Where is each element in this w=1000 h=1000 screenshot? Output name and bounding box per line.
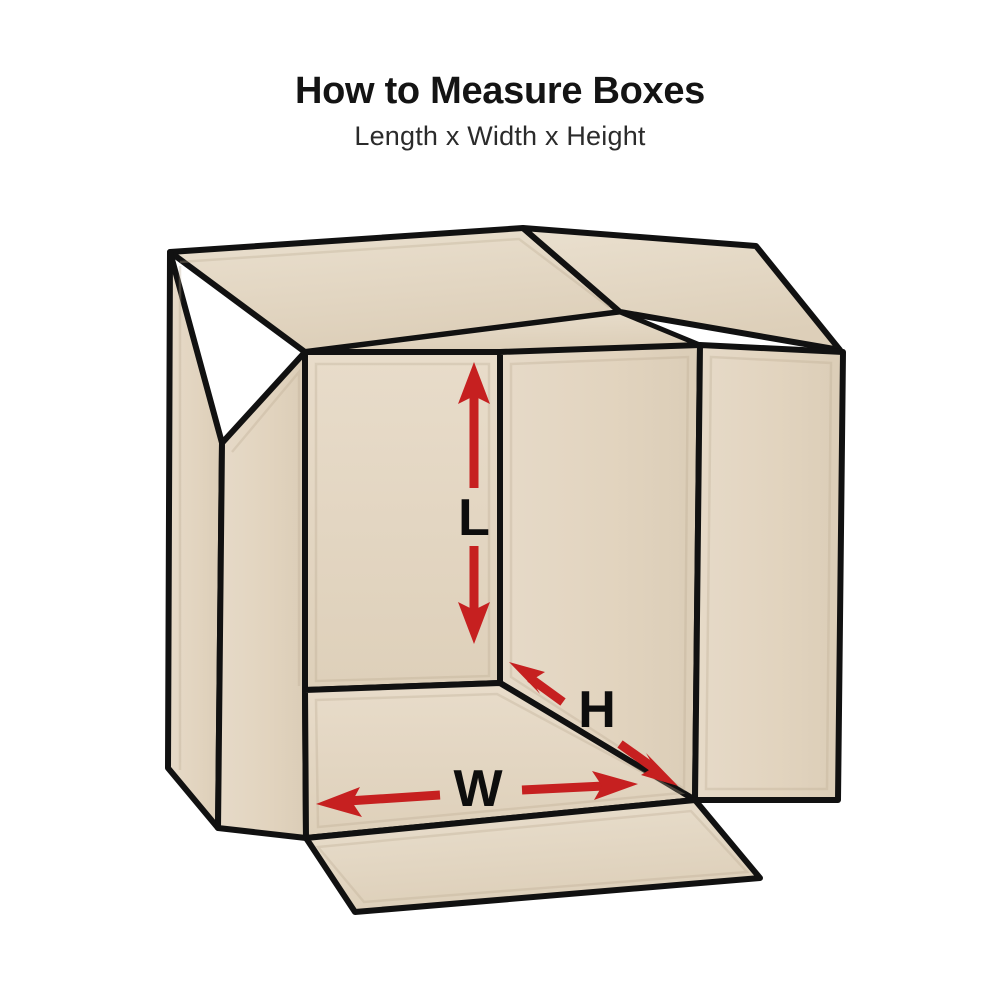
left-interior-wall — [215, 349, 309, 841]
left-open-side-flap — [165, 249, 225, 831]
height-arrow: H — [509, 662, 678, 786]
length-arrow: L — [458, 362, 490, 644]
length-arrow-down-head — [458, 602, 490, 644]
width-arrow-right-shaft — [521, 781, 605, 795]
page-subtitle: Length x Width x Height — [354, 121, 646, 151]
left-open-side-flap-face — [165, 249, 225, 831]
width-arrow-right-head — [592, 771, 638, 800]
page-title: How to Measure Boxes — [295, 70, 705, 112]
right-open-side-flap-face — [692, 342, 846, 803]
height-label: H — [578, 681, 616, 739]
height-arrow-upleft-shaft — [527, 674, 566, 706]
height-arrow-downright-head — [641, 753, 678, 786]
right-open-side-flap — [692, 342, 846, 803]
length-arrow-up-head — [458, 362, 490, 404]
height-arrow-downright-shaft — [617, 740, 658, 773]
header: How to Measure Boxes Length x Width x He… — [0, 72, 1000, 150]
height-arrow-upleft-head — [509, 662, 545, 694]
width-arrow: W — [316, 760, 638, 818]
width-arrow-left-shaft — [347, 790, 441, 806]
bottom-front-flap-face — [303, 797, 763, 915]
bottom-front-flap — [303, 797, 763, 915]
length-label: L — [458, 489, 490, 547]
width-label: W — [453, 760, 503, 818]
left-interior-wall-face — [215, 349, 309, 841]
width-arrow-left-head — [316, 787, 362, 817]
liner-detail-lines — [178, 237, 833, 904]
